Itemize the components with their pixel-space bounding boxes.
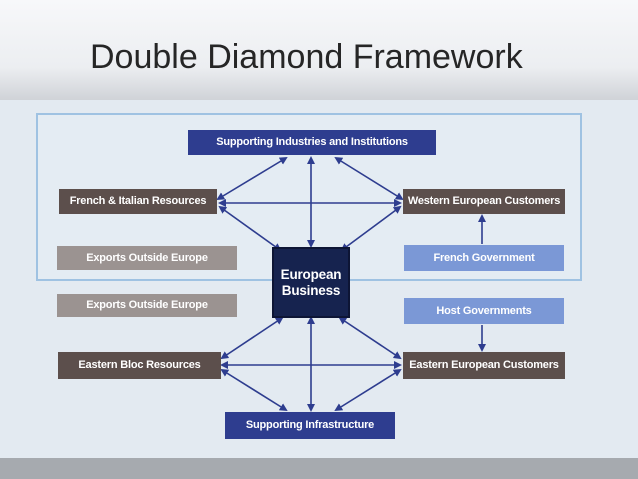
box-french-italian-resources: French & Italian Resources [59,189,217,214]
box-french-government: French Government [404,245,564,271]
box-eastern-european-customers: Eastern European Customers [403,352,565,379]
bottom-band [0,458,638,479]
arrow-right-center-upper [340,205,402,252]
arrow-right-center-lower [338,316,402,360]
box-eastern-bloc-resources: Eastern Bloc Resources [58,352,221,379]
arrow-bottom-left [220,368,288,412]
box-exports-outside-europe-upper: Exports Outside Europe [57,246,237,270]
box-supporting-industries: Supporting Industries and Institutions [188,130,436,155]
arrow-top-right [334,156,404,201]
slide-title: Double Diamond Framework [90,38,523,76]
box-supporting-infrastructure: Supporting Infrastructure [225,412,395,439]
box-european-business: European Business [272,247,350,318]
box-western-european-customers: Western European Customers [403,189,565,214]
box-exports-outside-europe-lower: Exports Outside Europe [57,294,237,317]
arrow-top-left [216,156,288,201]
arrow-left-center-lower [220,316,284,360]
arrow-bottom-right [334,368,402,412]
arrow-left-center-upper [218,205,282,252]
box-host-governments: Host Governments [404,298,564,324]
